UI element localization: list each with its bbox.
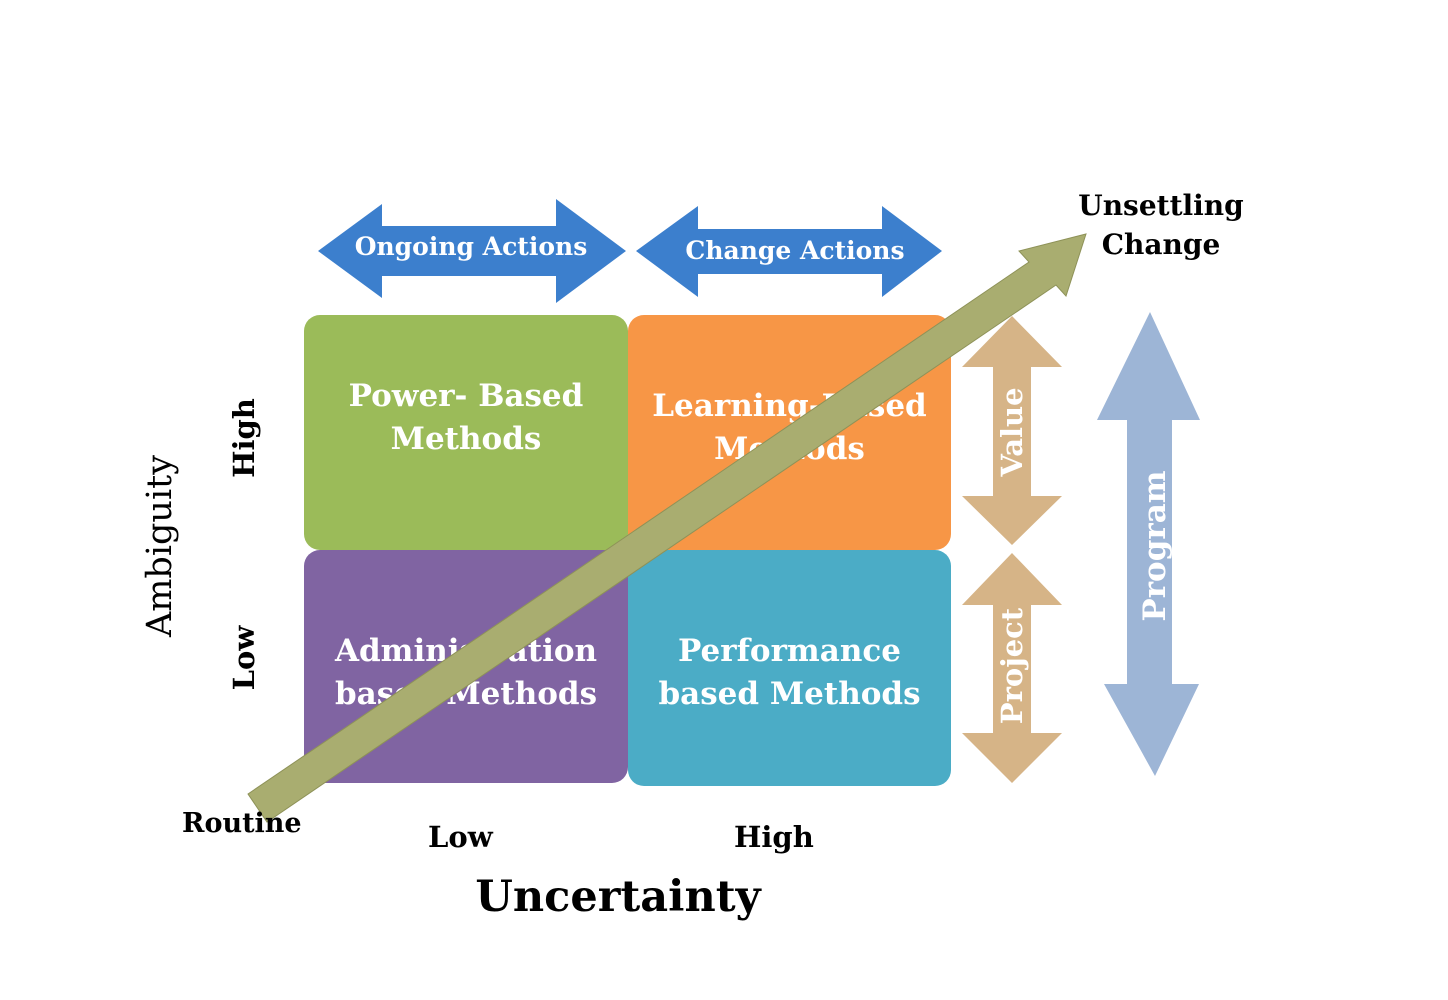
y-axis-high-label: High bbox=[227, 398, 261, 478]
value-double-arrow bbox=[962, 316, 1062, 545]
routine-label: Routine bbox=[182, 808, 302, 839]
x-axis-title: Uncertainty bbox=[475, 872, 761, 922]
unsettling-change-label: Unsettling Change bbox=[1076, 186, 1246, 264]
ongoing-actions-double-arrow bbox=[318, 199, 626, 303]
change-actions-label: Change Actions bbox=[685, 236, 905, 265]
y-axis-low-label: Low bbox=[227, 625, 261, 691]
program-double-arrow bbox=[1097, 312, 1200, 776]
quadrant-power-based: Power- Based Methods bbox=[304, 315, 628, 550]
quadrant-power-based-line2: Methods bbox=[390, 421, 542, 457]
ongoing-actions-label: Ongoing Actions bbox=[354, 232, 588, 261]
project-double-arrow bbox=[962, 553, 1062, 783]
routine-to-unsettling-change-arrow bbox=[247, 233, 1087, 823]
change-actions-double-arrow bbox=[636, 206, 942, 297]
unsettling-change-label-line1: Unsettling bbox=[1078, 189, 1244, 222]
project-label: Project bbox=[995, 607, 1029, 725]
quadrant-performance-based-line1: Performance bbox=[678, 633, 901, 669]
unsettling-change-label-line2: Change bbox=[1101, 228, 1221, 261]
x-axis-low-label: Low bbox=[428, 820, 493, 854]
quadrant-performance-based: Performance based Methods bbox=[628, 550, 951, 786]
value-label: Value bbox=[995, 387, 1029, 477]
y-axis-title: Ambiguity bbox=[140, 454, 180, 638]
program-label: Program bbox=[1137, 470, 1173, 622]
quadrant-power-based-line1: Power- Based bbox=[348, 378, 584, 414]
x-axis-high-label: High bbox=[734, 820, 814, 854]
quadrant-performance-based-line2: based Methods bbox=[658, 676, 921, 712]
